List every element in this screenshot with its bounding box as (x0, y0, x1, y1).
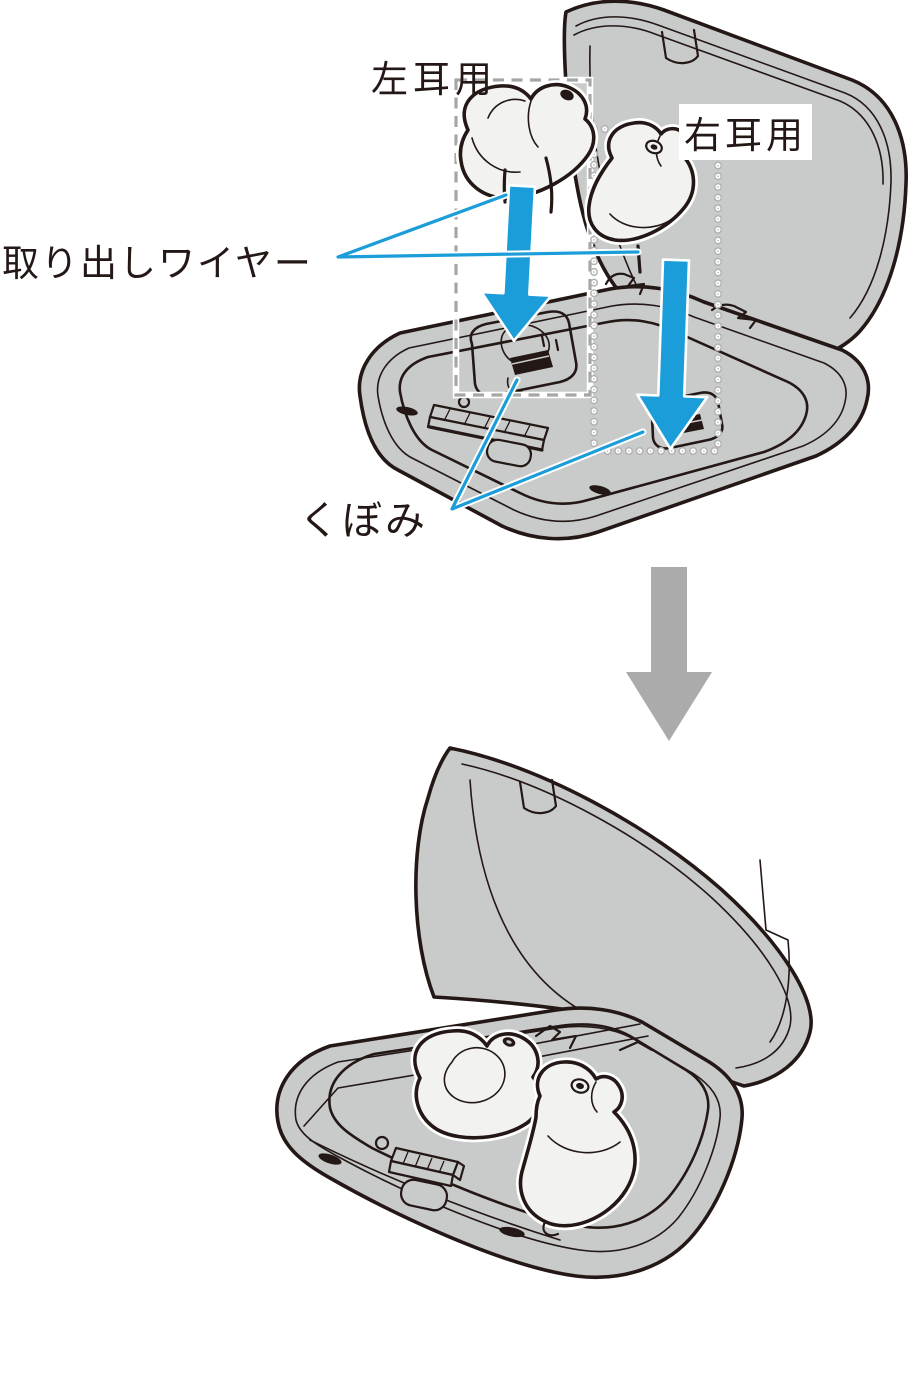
left-earbud (455, 80, 599, 214)
left-earbud (410, 1026, 546, 1143)
left-ear-label: 左耳用 (371, 59, 497, 100)
latch-button (399, 1178, 449, 1212)
figure-insert-earbuds (334, 0, 908, 541)
lid-latch-notch (660, 28, 700, 65)
charging-connector (387, 1146, 466, 1188)
hinge-hook (618, 1040, 654, 1052)
left-recess (469, 310, 578, 398)
case-base-outline (275, 1006, 744, 1279)
microphone-dot (560, 89, 574, 101)
lid-latch-notch (518, 778, 558, 815)
vent-slot (396, 406, 418, 416)
reset-hole (374, 1135, 390, 1151)
tray-opening (398, 318, 809, 506)
right-ear-label: 右耳用 (679, 104, 812, 160)
removal-wire-left (502, 168, 507, 204)
case-lid-outline (562, 0, 908, 365)
hinge-hook-left (604, 272, 646, 296)
figure-earbuds-stored (275, 746, 813, 1279)
hinge-hook (534, 1024, 578, 1050)
insert-arrow-left-icon (480, 184, 553, 343)
recess-label: くぼみ (299, 499, 428, 543)
latch-button (485, 438, 533, 468)
vent-slot (499, 1226, 525, 1238)
case-base (275, 1006, 744, 1279)
leader-line-removal-wire (334, 191, 642, 261)
vent-slot (589, 485, 611, 495)
removal-wire-label: 取り出しワイヤー (2, 243, 313, 284)
insert-arrow-right-icon (635, 258, 709, 451)
right-earbud (584, 118, 698, 274)
step-arrow-icon (626, 567, 712, 741)
left-ear-selection-box (452, 76, 594, 399)
leader-line-recess (448, 376, 647, 513)
vent-slot (318, 1153, 342, 1165)
right-earbud (516, 1057, 640, 1237)
